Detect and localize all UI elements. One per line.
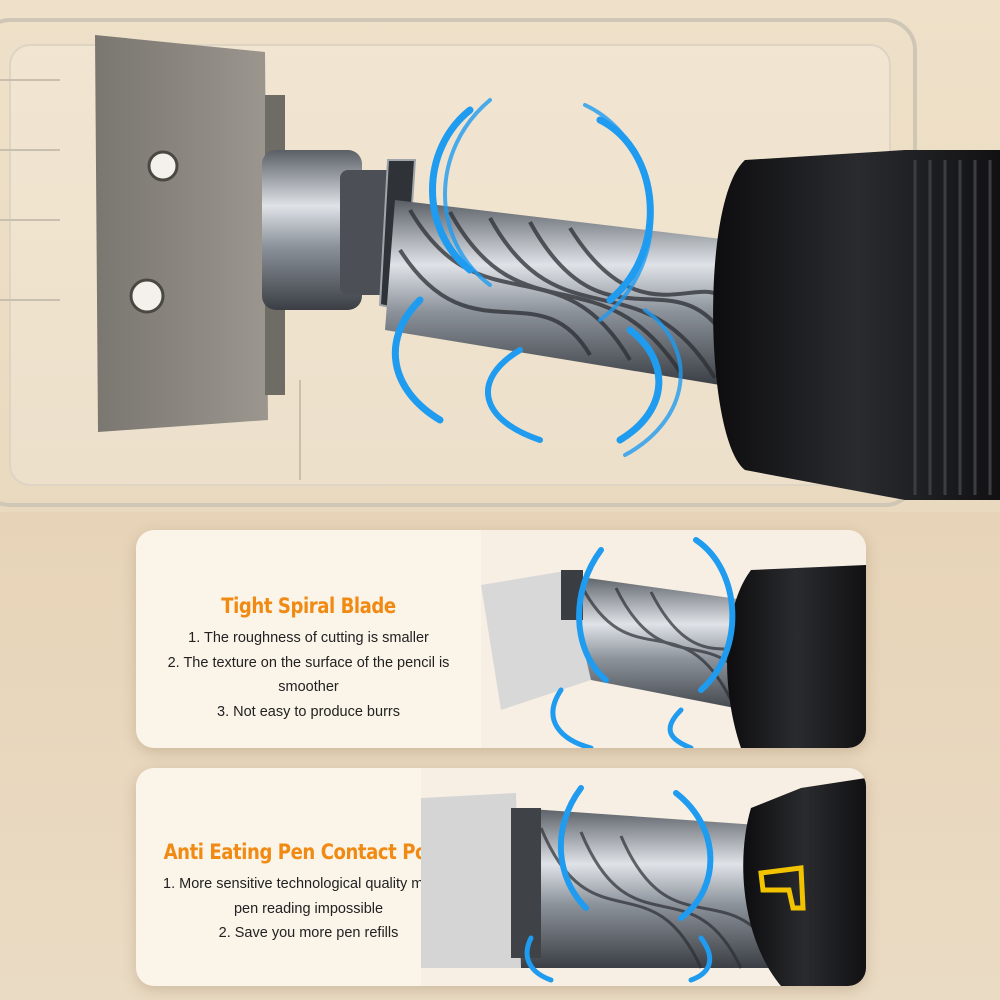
feature-text: Anti Eating Pen Contact Point 1. More se… (136, 840, 481, 946)
hero-illustration (0, 0, 1000, 512)
feature-line: 3. Not easy to produce burrs (217, 703, 400, 720)
feature-line: 1. More sensitive technological quality … (163, 876, 454, 892)
housing-closeup (743, 778, 866, 986)
feature-line: 2. The texture on the surface of the pen… (167, 654, 450, 671)
feature-title: Tight Spiral Blade (221, 594, 396, 618)
bearing (262, 150, 362, 310)
motor-hole-top (147, 150, 179, 182)
pencil-body (421, 793, 521, 968)
feature-line: 1. The roughness of cutting is smaller (188, 630, 429, 646)
blade-housing (713, 150, 1000, 500)
contact-point-icon (758, 865, 806, 911)
motor-hole-bottom (129, 278, 165, 314)
spiral-blade-closeup (481, 530, 866, 748)
housing-closeup (727, 565, 866, 748)
feature-line: pen reading impossible (233, 900, 384, 917)
feature-card-spiral-blade: Tight Spiral Blade 1. The roughness of c… (136, 530, 866, 748)
motor-block (95, 35, 268, 432)
motion-arcs (391, 98, 683, 457)
feature-line: smoother (278, 679, 339, 695)
feature-line: 2. Save you more pen refills (218, 925, 399, 941)
housing-ridges (913, 160, 992, 495)
feature-title: Anti Eating Pen Contact Point (163, 840, 454, 864)
motion-arcs (550, 537, 736, 748)
feature-text: Tight Spiral Blade 1. The roughness of c… (136, 594, 481, 724)
sharpener-cutaway-illustration (0, 18, 1000, 507)
contact-point-closeup (421, 768, 866, 986)
feature-card-contact-point: Anti Eating Pen Contact Point 1. More se… (136, 768, 866, 986)
motion-arcs (524, 785, 714, 983)
